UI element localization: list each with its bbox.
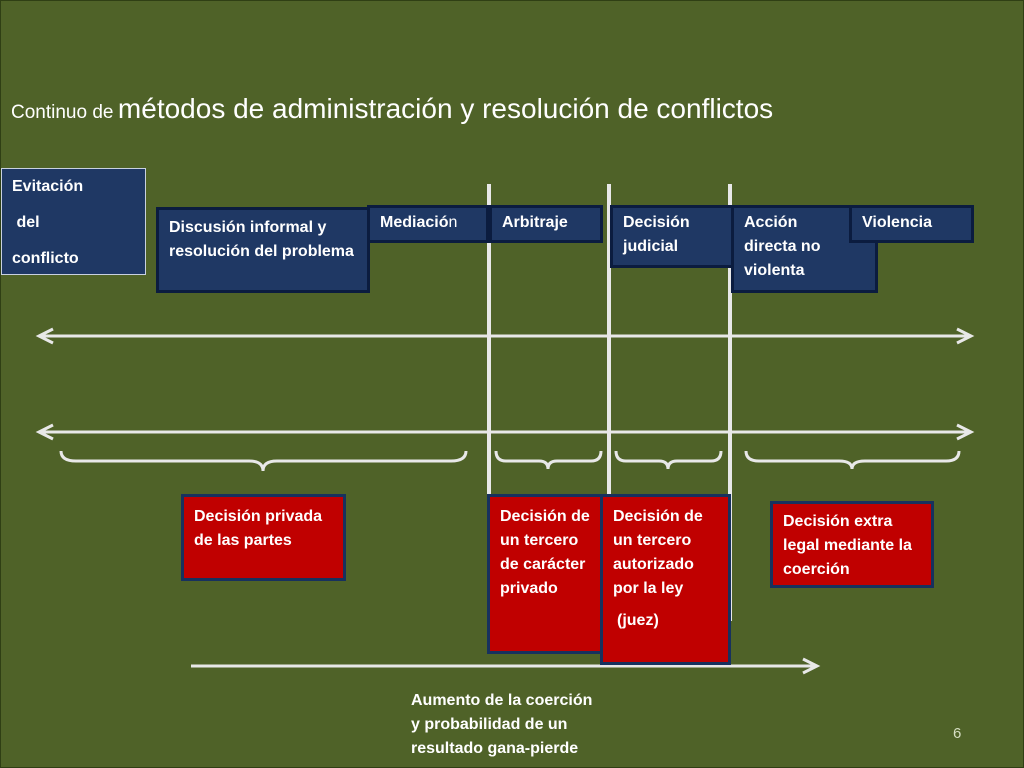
box-tercero-privado: Decisión de un tercero de carácter priva… — [487, 494, 603, 654]
brace-third-legal — [614, 450, 723, 470]
tercero-autorizado-label: Decisión de un tercero autorizado por la… — [613, 508, 703, 597]
box-decision-judicial: Decisión judicial — [610, 205, 735, 268]
title-main: métodos de administración y resolución d… — [117, 93, 774, 124]
decision-judicial-label: Decisión judicial — [623, 214, 690, 255]
mediacion-label-main: Mediació — [380, 214, 449, 231]
double-arrow-top — [35, 327, 975, 345]
accion-directa-label: Acción directa no violenta — [744, 214, 821, 279]
caption-line-2: y probabilidad de un — [411, 716, 568, 733]
box-decision-extralegal: Decisión extra legal mediante la coerció… — [770, 501, 934, 588]
box-discusion-informal: Discusión informal y resolución del prob… — [156, 207, 370, 293]
brace-extralegal — [744, 450, 961, 470]
double-arrow-bottom — [35, 423, 975, 441]
title-prefix: Continuo de — [11, 102, 114, 123]
brace-private — [59, 450, 468, 472]
caption-line-1: Aumento de la coerción — [411, 692, 593, 709]
evitacion-line-1: Evitación — [12, 178, 84, 195]
decision-privada-label: Decisión privada de las partes — [194, 508, 323, 549]
tercero-privado-label: Decisión de un tercero de carácter priva… — [500, 508, 590, 597]
coercion-caption: Aumento de la coerción y probabilidad de… — [411, 689, 592, 761]
box-violencia: Violencia — [849, 205, 974, 243]
box-mediacion: Mediación — [367, 205, 489, 243]
box-tercero-autorizado: Decisión de un tercero autorizado por la… — [600, 494, 731, 665]
coercion-arrow — [191, 657, 821, 675]
violencia-label: Violencia — [862, 214, 932, 231]
discusion-informal-label: Discusión informal y resolución del prob… — [169, 219, 354, 260]
slide-title: Continuo de métodos de administración y … — [11, 93, 773, 125]
box-arbitraje: Arbitraje — [489, 205, 603, 243]
mediacion-label: Mediación — [370, 208, 486, 238]
brace-third-private — [494, 450, 603, 470]
box-evitacion: Evitación del conflicto — [1, 168, 146, 275]
decision-extralegal-label: Decisión extra legal mediante la coerció… — [783, 513, 912, 578]
caption-line-3: resultado gana-pierde — [411, 740, 579, 757]
arbitraje-label: Arbitraje — [502, 214, 568, 231]
juez-label: (juez) — [617, 612, 659, 629]
evitacion-line-2: del — [12, 214, 40, 231]
box-decision-privada: Decisión privada de las partes — [181, 494, 346, 581]
page-number: 6 — [953, 725, 962, 742]
mediacion-label-tail: n — [448, 214, 458, 231]
evitacion-line-3: conflicto — [12, 250, 79, 267]
